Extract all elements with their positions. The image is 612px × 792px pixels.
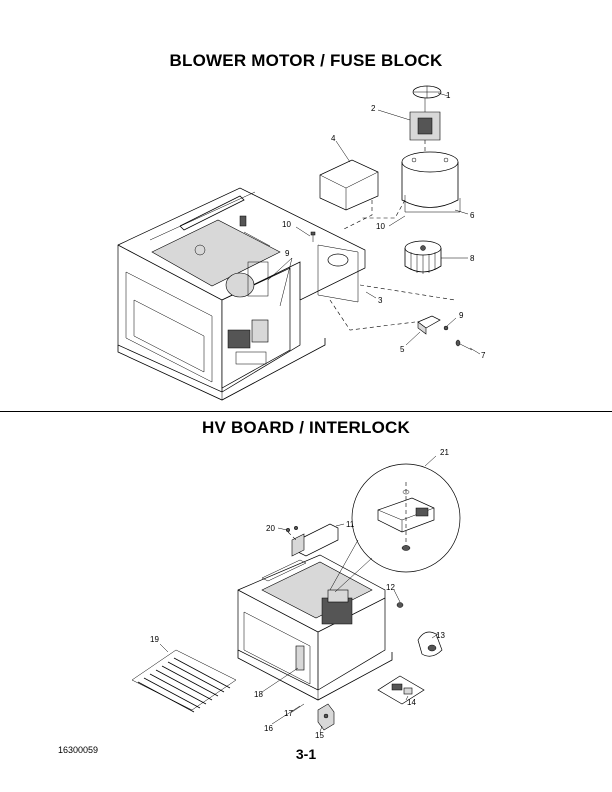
callout-2: 2	[371, 104, 376, 113]
detail-circle-hv-board	[329, 463, 461, 593]
upper-chassis-drawing	[117, 187, 366, 401]
callout-15: 15	[315, 731, 324, 740]
callout-1: 1	[446, 91, 451, 100]
callout-3: 3	[378, 296, 383, 305]
callout-20: 20	[266, 524, 275, 533]
section-title-hv-board: HV BOARD / INTERLOCK	[202, 418, 410, 437]
callout-18: 18	[254, 690, 263, 699]
callout-10a: 10	[282, 220, 291, 229]
callout-4: 4	[331, 134, 336, 143]
section-divider	[0, 411, 612, 412]
callout-13: 13	[436, 631, 445, 640]
upper-leader-lines	[267, 92, 481, 355]
callout-11: 11	[346, 520, 355, 529]
callout-14: 14	[407, 698, 416, 707]
callout-19: 19	[150, 635, 159, 644]
callout-21: 21	[440, 448, 449, 457]
document-number: 16300059	[58, 745, 99, 755]
lower-chassis-drawing	[237, 554, 393, 701]
page-number: 3-1	[295, 746, 317, 762]
callout-9b: 9	[459, 311, 464, 320]
callout-6: 6	[470, 211, 475, 220]
hv-components-drawing	[317, 602, 443, 731]
callout-17: 17	[284, 709, 293, 718]
section-title-blower-motor: BLOWER MOTOR / FUSE BLOCK	[169, 51, 443, 70]
callout-12: 12	[386, 583, 395, 592]
callout-9a: 9	[285, 249, 290, 258]
interlock-switch-drawing	[285, 523, 339, 557]
blower-motor-drawing	[310, 85, 473, 351]
lower-leader-lines	[159, 455, 439, 733]
rack-drawing	[131, 649, 237, 713]
callout-16: 16	[264, 724, 273, 733]
callout-10b: 10	[376, 222, 385, 231]
callout-7: 7	[481, 351, 486, 360]
callout-8: 8	[470, 254, 475, 263]
callout-5: 5	[400, 345, 405, 354]
